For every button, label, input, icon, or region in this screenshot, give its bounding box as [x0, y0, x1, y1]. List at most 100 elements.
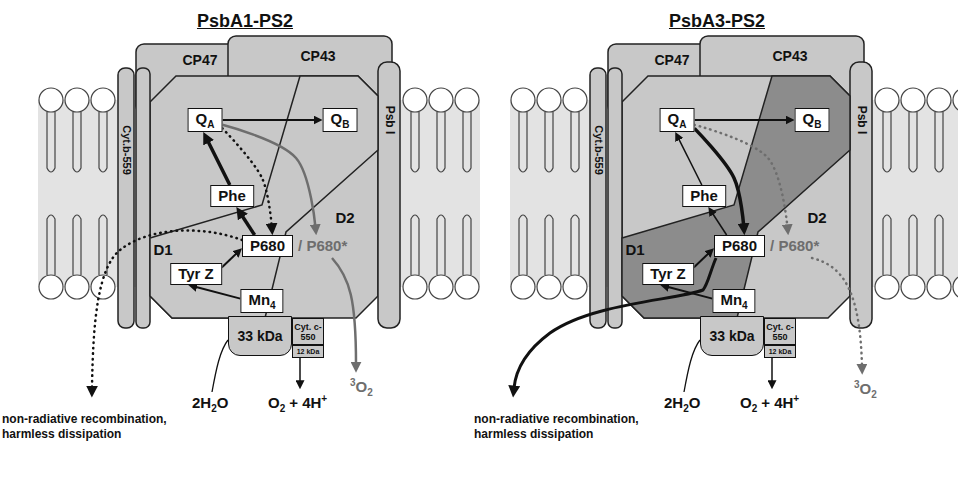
extrinsic-protein-box: 33 kDa — [228, 316, 292, 356]
node-label: D1 — [153, 241, 172, 258]
subscript: 2 — [871, 389, 877, 400]
node-label: Q — [331, 110, 343, 127]
label-text: PsbA1-PS2 — [197, 11, 293, 31]
subscript-label: B — [342, 119, 349, 130]
node-label: Tyr Z — [650, 265, 686, 282]
singlet-oxygen-arrow — [332, 258, 356, 364]
superscript: 3 — [350, 377, 356, 388]
node-label: CP47 — [654, 52, 689, 68]
note: non-radiative recombination, harmless di… — [2, 412, 202, 442]
subscript: 2 — [211, 403, 217, 414]
transfer-arrow — [694, 128, 743, 225]
membrane-bar: Cyt.b-559 — [590, 68, 606, 328]
transfer-arrow — [222, 119, 315, 121]
subscript-label: A — [679, 119, 686, 130]
lipid-column — [563, 88, 587, 299]
node-label: Phe — [690, 187, 718, 204]
recombination-arrow — [514, 258, 716, 388]
cluster-box: Mn4 — [240, 289, 283, 313]
node-label: Q — [803, 110, 815, 127]
transfer-arrow — [712, 213, 726, 235]
cofactor-box: QB — [323, 108, 358, 132]
extrinsic-protein-box: 12 kDa — [292, 345, 324, 358]
lipid-column — [875, 88, 899, 299]
node-label: Cyt. c-550 — [293, 322, 323, 342]
label-text: O — [217, 394, 229, 411]
node-label: 33 kDa — [709, 328, 754, 344]
node-label: Psb I — [855, 106, 868, 135]
lipid-column — [927, 88, 951, 299]
subscript: 2 — [280, 403, 286, 414]
formula: 3O2 — [854, 380, 877, 400]
label-text: + 4H — [289, 394, 321, 411]
transfer-arrow — [242, 215, 255, 235]
subscript: 2 — [752, 403, 758, 414]
panel-title: PsbA1-PS2 — [197, 10, 293, 32]
formula: 3O2 — [350, 378, 373, 398]
cofactor-box: Tyr Z — [642, 263, 694, 285]
d1-shape — [150, 76, 378, 318]
formula: O2+ 4H+ — [268, 394, 327, 414]
node-label: 12 kDa — [769, 348, 792, 356]
subunit-label: D1 — [625, 241, 644, 259]
node-label: D2 — [335, 209, 354, 226]
node-label: D2 — [807, 209, 826, 226]
membrane-bar: Cyt.b-559 — [118, 68, 134, 328]
cofactor-box: QB — [795, 108, 830, 132]
node-label: Tyr Z — [178, 265, 214, 282]
subunit-label: CP43 — [772, 47, 807, 65]
node-label: Q — [196, 110, 208, 127]
subunit-label: D1 — [153, 241, 172, 259]
node-label: Cyt. c-550 — [765, 322, 795, 342]
subscript-label: 4 — [270, 300, 276, 311]
label-text: O — [356, 378, 368, 395]
d1-shape — [622, 76, 850, 318]
cofactor-box: Tyr Z — [170, 263, 222, 285]
formula: 2H2O — [664, 394, 700, 414]
ps2-complex — [590, 36, 872, 392]
label-text: non-radiative recombination, harmless di… — [474, 412, 639, 441]
extrinsic-protein-box: 12 kDa — [764, 345, 796, 358]
cluster-box: Mn4 — [712, 289, 755, 313]
transfer-arrow — [195, 287, 240, 299]
node-label: 12 kDa — [297, 348, 320, 356]
subunit-label: D2 — [807, 209, 826, 227]
connector-group — [195, 120, 787, 299]
subscript-label: 4 — [742, 300, 748, 311]
transfer-arrow — [694, 119, 787, 121]
label-text: PsbA3-PS2 — [669, 11, 765, 31]
lipid-column — [65, 88, 89, 299]
transfer-arrow — [208, 141, 230, 185]
cofactor-box: QA — [660, 108, 695, 132]
cofactor-box: QA — [188, 108, 223, 132]
subscript: 2 — [683, 403, 689, 414]
node-label: Phe — [218, 187, 246, 204]
subunit-label: CP47 — [182, 51, 217, 69]
node-label: Cyt.b-559 — [120, 125, 133, 175]
lipid-column — [511, 88, 535, 299]
lipid-column — [953, 88, 958, 299]
node-label: P680 — [714, 235, 765, 257]
formula: 2H2O — [192, 394, 228, 414]
node-label: Mn — [248, 291, 270, 308]
node-label: Q — [668, 110, 680, 127]
node-label: / P680* — [298, 237, 347, 255]
lipid-column — [901, 88, 925, 299]
transfer-arrow — [222, 125, 315, 227]
subscript-label: A — [207, 119, 214, 130]
lipid-column — [403, 88, 427, 299]
subunit-label: CP47 — [654, 51, 689, 69]
transfer-arrow — [222, 128, 271, 225]
node-label: 33 kDa — [237, 328, 282, 344]
superscript: 3 — [854, 379, 860, 390]
node-label: Cyt.b-559 — [592, 125, 605, 175]
label-text: non-radiative recombination, harmless di… — [2, 412, 167, 441]
label-text: O — [689, 394, 701, 411]
label-text: O — [268, 394, 280, 411]
node-label: Psb I — [383, 106, 396, 135]
extrinsic-protein-box: Cyt. c-550 — [764, 318, 796, 345]
lipid-column — [91, 88, 115, 299]
label-text: + 4H — [761, 394, 793, 411]
